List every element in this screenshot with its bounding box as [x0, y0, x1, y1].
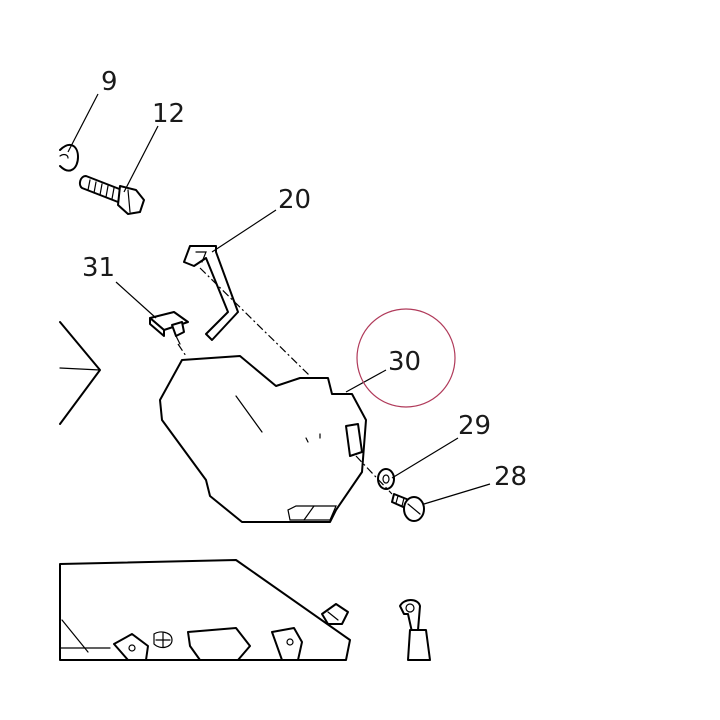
leader-30: [345, 369, 387, 393]
lug-partial: [399, 599, 431, 661]
part-20-bracket: [183, 245, 239, 341]
leader-31: [115, 281, 157, 319]
nut-partial: [321, 603, 349, 625]
leader-29: [391, 437, 459, 479]
leader-28: [423, 483, 491, 505]
callout-31: 31: [82, 253, 115, 283]
callout-30: 30: [388, 347, 421, 377]
frame-left-partial: [59, 321, 101, 425]
part-28-screw: [391, 493, 425, 522]
part-9-washer: [59, 143, 79, 172]
callout-labels: 9 12 20 31 30 29 28: [82, 67, 527, 492]
leader-20: [211, 209, 277, 253]
leader-lines: [67, 93, 491, 505]
base-plate-partial: [59, 559, 351, 661]
callout-12: 12: [152, 99, 185, 129]
leader-9: [67, 93, 99, 153]
callout-20: 20: [278, 185, 311, 215]
callout-28: 28: [494, 462, 527, 492]
leader-12: [123, 125, 159, 193]
callout-29: 29: [458, 411, 491, 441]
part-31-clip: [149, 311, 189, 345]
part-30-cover: [159, 355, 367, 523]
assembly-lines: [177, 267, 393, 495]
highlight-circle: [356, 308, 456, 408]
part-12-bolt: [78, 175, 145, 215]
callout-9: 9: [101, 67, 118, 97]
part-29-washer: [377, 468, 395, 490]
